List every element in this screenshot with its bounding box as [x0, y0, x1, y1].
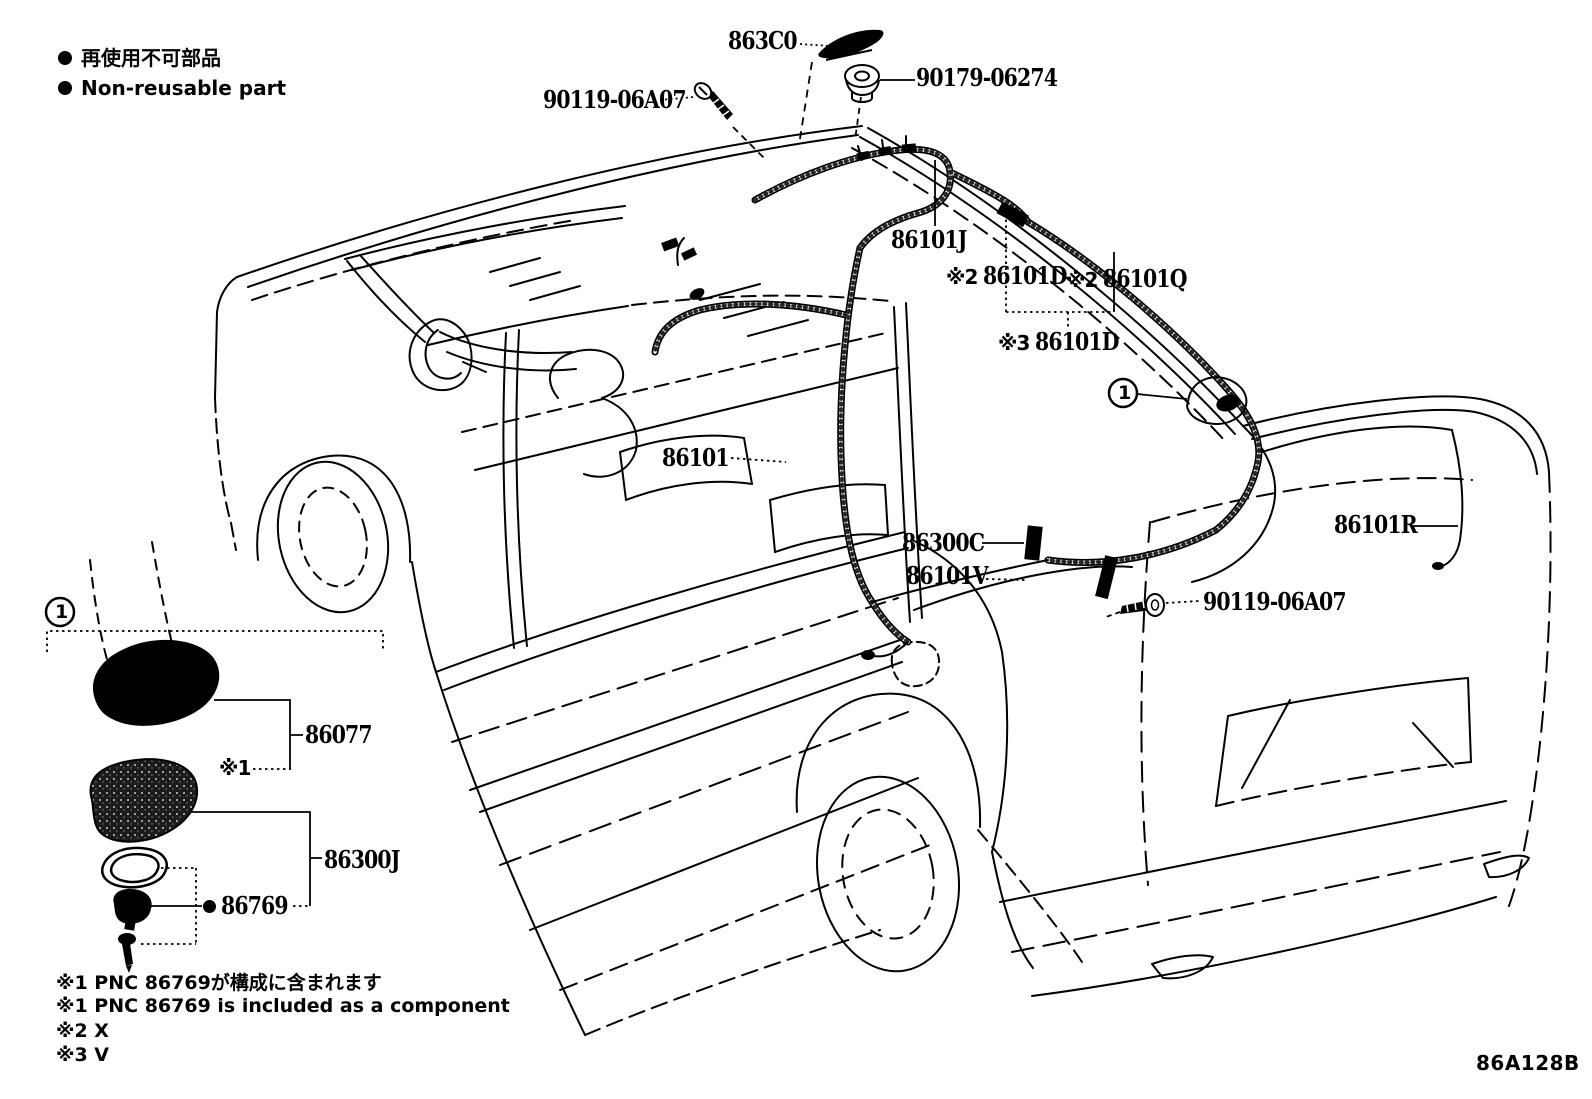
vehicle-outline: [89, 125, 1552, 1036]
callout-86101J[interactable]: 86101J: [891, 225, 967, 254]
legend-non-reusable-en: Non-reusable part: [58, 78, 286, 98]
non-reusable-bullet-icon: [203, 899, 216, 913]
callout-86300J[interactable]: 86300J: [324, 845, 400, 874]
note-mark-1: ※1: [219, 756, 251, 780]
part-number-86101D[interactable]: 86101D: [983, 261, 1067, 290]
exploded-antenna-assembly: [89, 639, 220, 973]
callout-86101D-x3[interactable]: ※3 86101D: [998, 330, 1134, 354]
non-reusable-bullet-icon: [58, 51, 72, 65]
antenna-cord-harness: [655, 135, 1464, 658]
callout-86101Q-x2[interactable]: ※2 86101Q: [1066, 267, 1202, 291]
footnote-1-en: ※1 PNC 86769 is included as a component: [56, 995, 510, 1017]
balloon-1-marker-roof: [1107, 377, 1139, 409]
callout-86077[interactable]: 86077: [305, 720, 373, 749]
antenna-nut-86769: [113, 888, 152, 931]
part-number-86101Q[interactable]: 86101Q: [1103, 264, 1188, 293]
legend-jp-text: 再使用不可部品: [81, 46, 221, 70]
antenna-fin-863C0: [818, 29, 884, 61]
balloon-1-marker-parts: [44, 596, 76, 628]
screw-90119-top-icon: [693, 82, 733, 120]
harness-connectors: [661, 143, 1444, 660]
footnote-3: ※3 V: [56, 1044, 110, 1066]
callout-86101[interactable]: 86101: [662, 443, 730, 472]
antenna-bolt: [118, 933, 136, 973]
screw-90119-right-icon: [1120, 593, 1165, 617]
legend-en-text: Non-reusable part: [81, 76, 287, 100]
callout-86769[interactable]: 86769: [203, 894, 300, 918]
antenna-base-86300J: [89, 758, 199, 843]
callout-86101R[interactable]: 86101R: [1334, 510, 1418, 539]
nut-90179-icon: [844, 64, 880, 103]
note-mark-3: ※3: [998, 331, 1030, 355]
note-mark-2: ※2: [1066, 268, 1098, 292]
callout-863C0[interactable]: 863C0: [728, 26, 798, 55]
antenna-gasket: [101, 846, 168, 889]
callout-90179-06274[interactable]: 90179-06274: [916, 63, 1058, 92]
antenna-cover-86077: [92, 639, 220, 726]
balloon-1-digit-parts: 1: [55, 601, 69, 623]
callout-90119-06A07-top[interactable]: 90119-06A07: [543, 85, 687, 114]
leader-lines: [46, 43, 1458, 945]
non-reusable-bullet-icon: [58, 81, 72, 95]
callout-86101D-x2[interactable]: ※2 86101D: [946, 264, 1082, 288]
callout-86300C[interactable]: 86300C: [902, 528, 985, 557]
footnote-2: ※2 X: [56, 1020, 109, 1042]
balloon-1-digit-roof: 1: [1118, 382, 1132, 404]
legend-non-reusable-jp: 再使用不可部品: [58, 48, 221, 68]
part-number-86769[interactable]: 86769: [221, 891, 289, 920]
figure-code: 86A128B: [1476, 1051, 1580, 1075]
footnote-1-jp: ※1 PNC 86769が構成に含まれます: [56, 972, 382, 994]
part-number-86101D[interactable]: 86101D: [1035, 327, 1119, 356]
door-mirror: [408, 318, 487, 392]
callout-90119-06A07-right[interactable]: 90119-06A07: [1203, 587, 1347, 616]
note-mark-2: ※2: [946, 265, 978, 289]
callout-86101V[interactable]: 86101V: [906, 561, 989, 590]
